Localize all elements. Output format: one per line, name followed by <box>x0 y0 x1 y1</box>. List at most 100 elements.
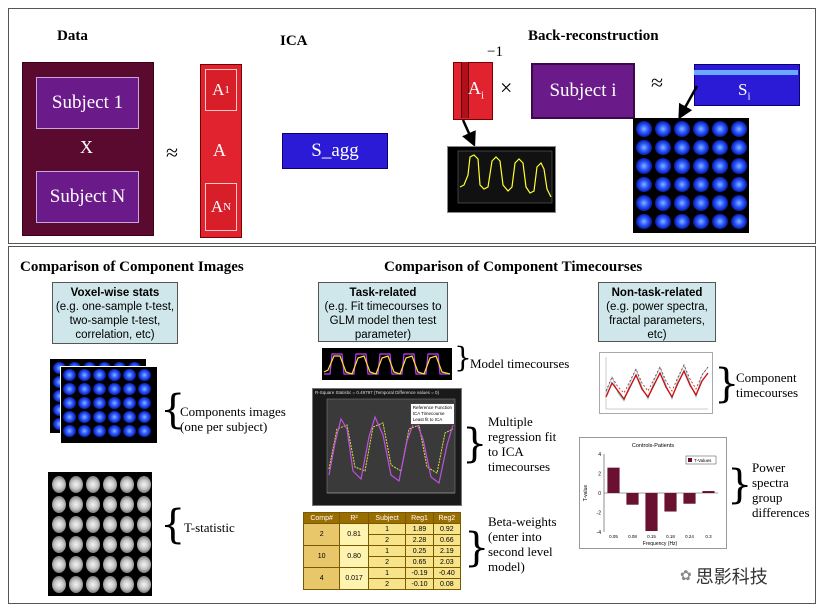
bar-chart-xtick: 0.15 <box>647 534 656 539</box>
model-line-yellow <box>323 355 451 375</box>
component-tc-red-dash <box>605 364 709 394</box>
brain-slice <box>63 411 76 423</box>
beta-value-cell: 2 <box>367 578 407 590</box>
bar-chart-xtick: 0.08 <box>628 534 637 539</box>
brain-slice <box>86 496 100 513</box>
brain-slice <box>655 213 671 229</box>
brain-slice <box>103 476 117 493</box>
tstat-label: T-statistic <box>184 520 235 535</box>
approx-symbol: ≈ <box>166 140 179 165</box>
inverse-exponent: −1 <box>487 44 503 60</box>
a1-subscript: 1 <box>224 84 230 96</box>
brain-slice <box>86 536 100 553</box>
legend-least-fit: Least fit to ICA <box>412 417 443 422</box>
brain-slice <box>86 556 100 573</box>
ai-label: Ai <box>468 78 484 102</box>
ai-box <box>453 62 493 120</box>
brain-slice <box>103 536 117 553</box>
bar-chart-legend-swatch <box>688 458 692 462</box>
brain-slice <box>103 516 117 533</box>
bar-chart-ytick: -2 <box>597 511 602 517</box>
bar-chart-xlabel: Frequency (Hz) <box>643 541 678 547</box>
brain-slice <box>69 496 83 513</box>
brain-slice <box>693 213 709 229</box>
beta-value-cell: 2.03 <box>432 556 462 568</box>
nontask-box: Non-task-related (e.g. power spectra, fr… <box>598 282 716 342</box>
brace-regression: } <box>462 421 488 467</box>
brain-slice <box>712 139 728 155</box>
backrecon-heading: Back-reconstruction <box>528 28 659 44</box>
beta-value-cell: 1.89 <box>405 523 434 535</box>
brain-slice <box>693 195 709 211</box>
brain-slice <box>123 369 136 381</box>
component-tc-plot <box>599 352 713 414</box>
component-tc-red <box>605 369 709 401</box>
arrows-layer <box>461 85 699 147</box>
brain-slice <box>52 576 66 593</box>
beta-value-cell: 2 <box>367 556 407 568</box>
beta-value-cell: 0.65 <box>405 556 434 568</box>
brain-slice <box>137 496 151 513</box>
brain-slice <box>63 383 76 395</box>
beta-comp-cell: 10 <box>302 545 341 568</box>
brain-slice <box>69 576 83 593</box>
brain-slice <box>108 397 121 409</box>
regression-legend: Reference Function ICA Timecourse Least … <box>409 403 455 425</box>
regression-plot-title: R-Square Statistic = 0.49797 (Temporal D… <box>315 390 439 395</box>
beta-value-cell: -0.19 <box>405 567 434 579</box>
bar-chart-xtick: 0.3 <box>705 534 712 539</box>
ai-subscript: i <box>481 89 485 102</box>
brain-slice <box>69 516 83 533</box>
subject-n-box: Subject N <box>36 171 139 223</box>
model-timecourse-plot <box>322 348 452 380</box>
bar-chart-bar <box>664 493 677 512</box>
bar-chart-ytick: 0 <box>598 491 601 497</box>
bar-chart-ytick: -4 <box>597 530 602 536</box>
brain-slice <box>693 176 709 192</box>
comp-images-heading: Comparison of Component Images <box>20 259 244 275</box>
beta-r2-cell: 0.017 <box>339 567 369 590</box>
brain-slice <box>655 139 671 155</box>
brain-slice <box>655 195 671 211</box>
ai-base: A <box>468 78 481 98</box>
beta-value-cell: 2.28 <box>405 534 434 546</box>
brain-slice <box>693 158 709 174</box>
brain-slice <box>123 425 136 437</box>
beta-r2-cell: 0.80 <box>339 545 369 568</box>
bar-chart-bar <box>683 493 696 504</box>
brain-slice <box>138 425 151 437</box>
nontask-body: (e.g. power spectra, fractal parameters,… <box>606 301 708 341</box>
brain-slice <box>86 476 100 493</box>
brain-slice <box>93 397 106 409</box>
brain-mosaic-top <box>633 118 749 233</box>
bar-chart-bar <box>645 493 658 532</box>
a1-label: A <box>212 80 225 99</box>
brain-slice <box>712 121 728 137</box>
brain-slice <box>137 536 151 553</box>
brain-slice <box>138 383 151 395</box>
brain-slice <box>674 195 690 211</box>
wechat-icon: ✿ <box>680 568 692 584</box>
bar-chart-legend-label: T-Values <box>694 458 712 463</box>
brain-slice <box>674 121 690 137</box>
brain-grid-tstat <box>52 476 151 593</box>
arrow-to-brain <box>678 85 699 120</box>
brain-slice <box>137 556 151 573</box>
brain-slice <box>52 516 66 533</box>
brain-slice <box>108 369 121 381</box>
voxel-stats-body: (e.g. one-sample t-test, two-sample t-te… <box>55 301 175 341</box>
multiple-regression-label: Multiple regression fit to ICA timecours… <box>488 414 557 474</box>
beta-comp-cell: 2 <box>302 523 341 546</box>
times-symbol: × <box>500 75 513 100</box>
beta-value-cell: 0.92 <box>432 523 462 535</box>
brain-slice <box>108 425 121 437</box>
brain-slice <box>69 556 83 573</box>
beta-value-cell: 1 <box>367 523 407 535</box>
model-timecourses-label: Model timecourses <box>470 356 570 371</box>
